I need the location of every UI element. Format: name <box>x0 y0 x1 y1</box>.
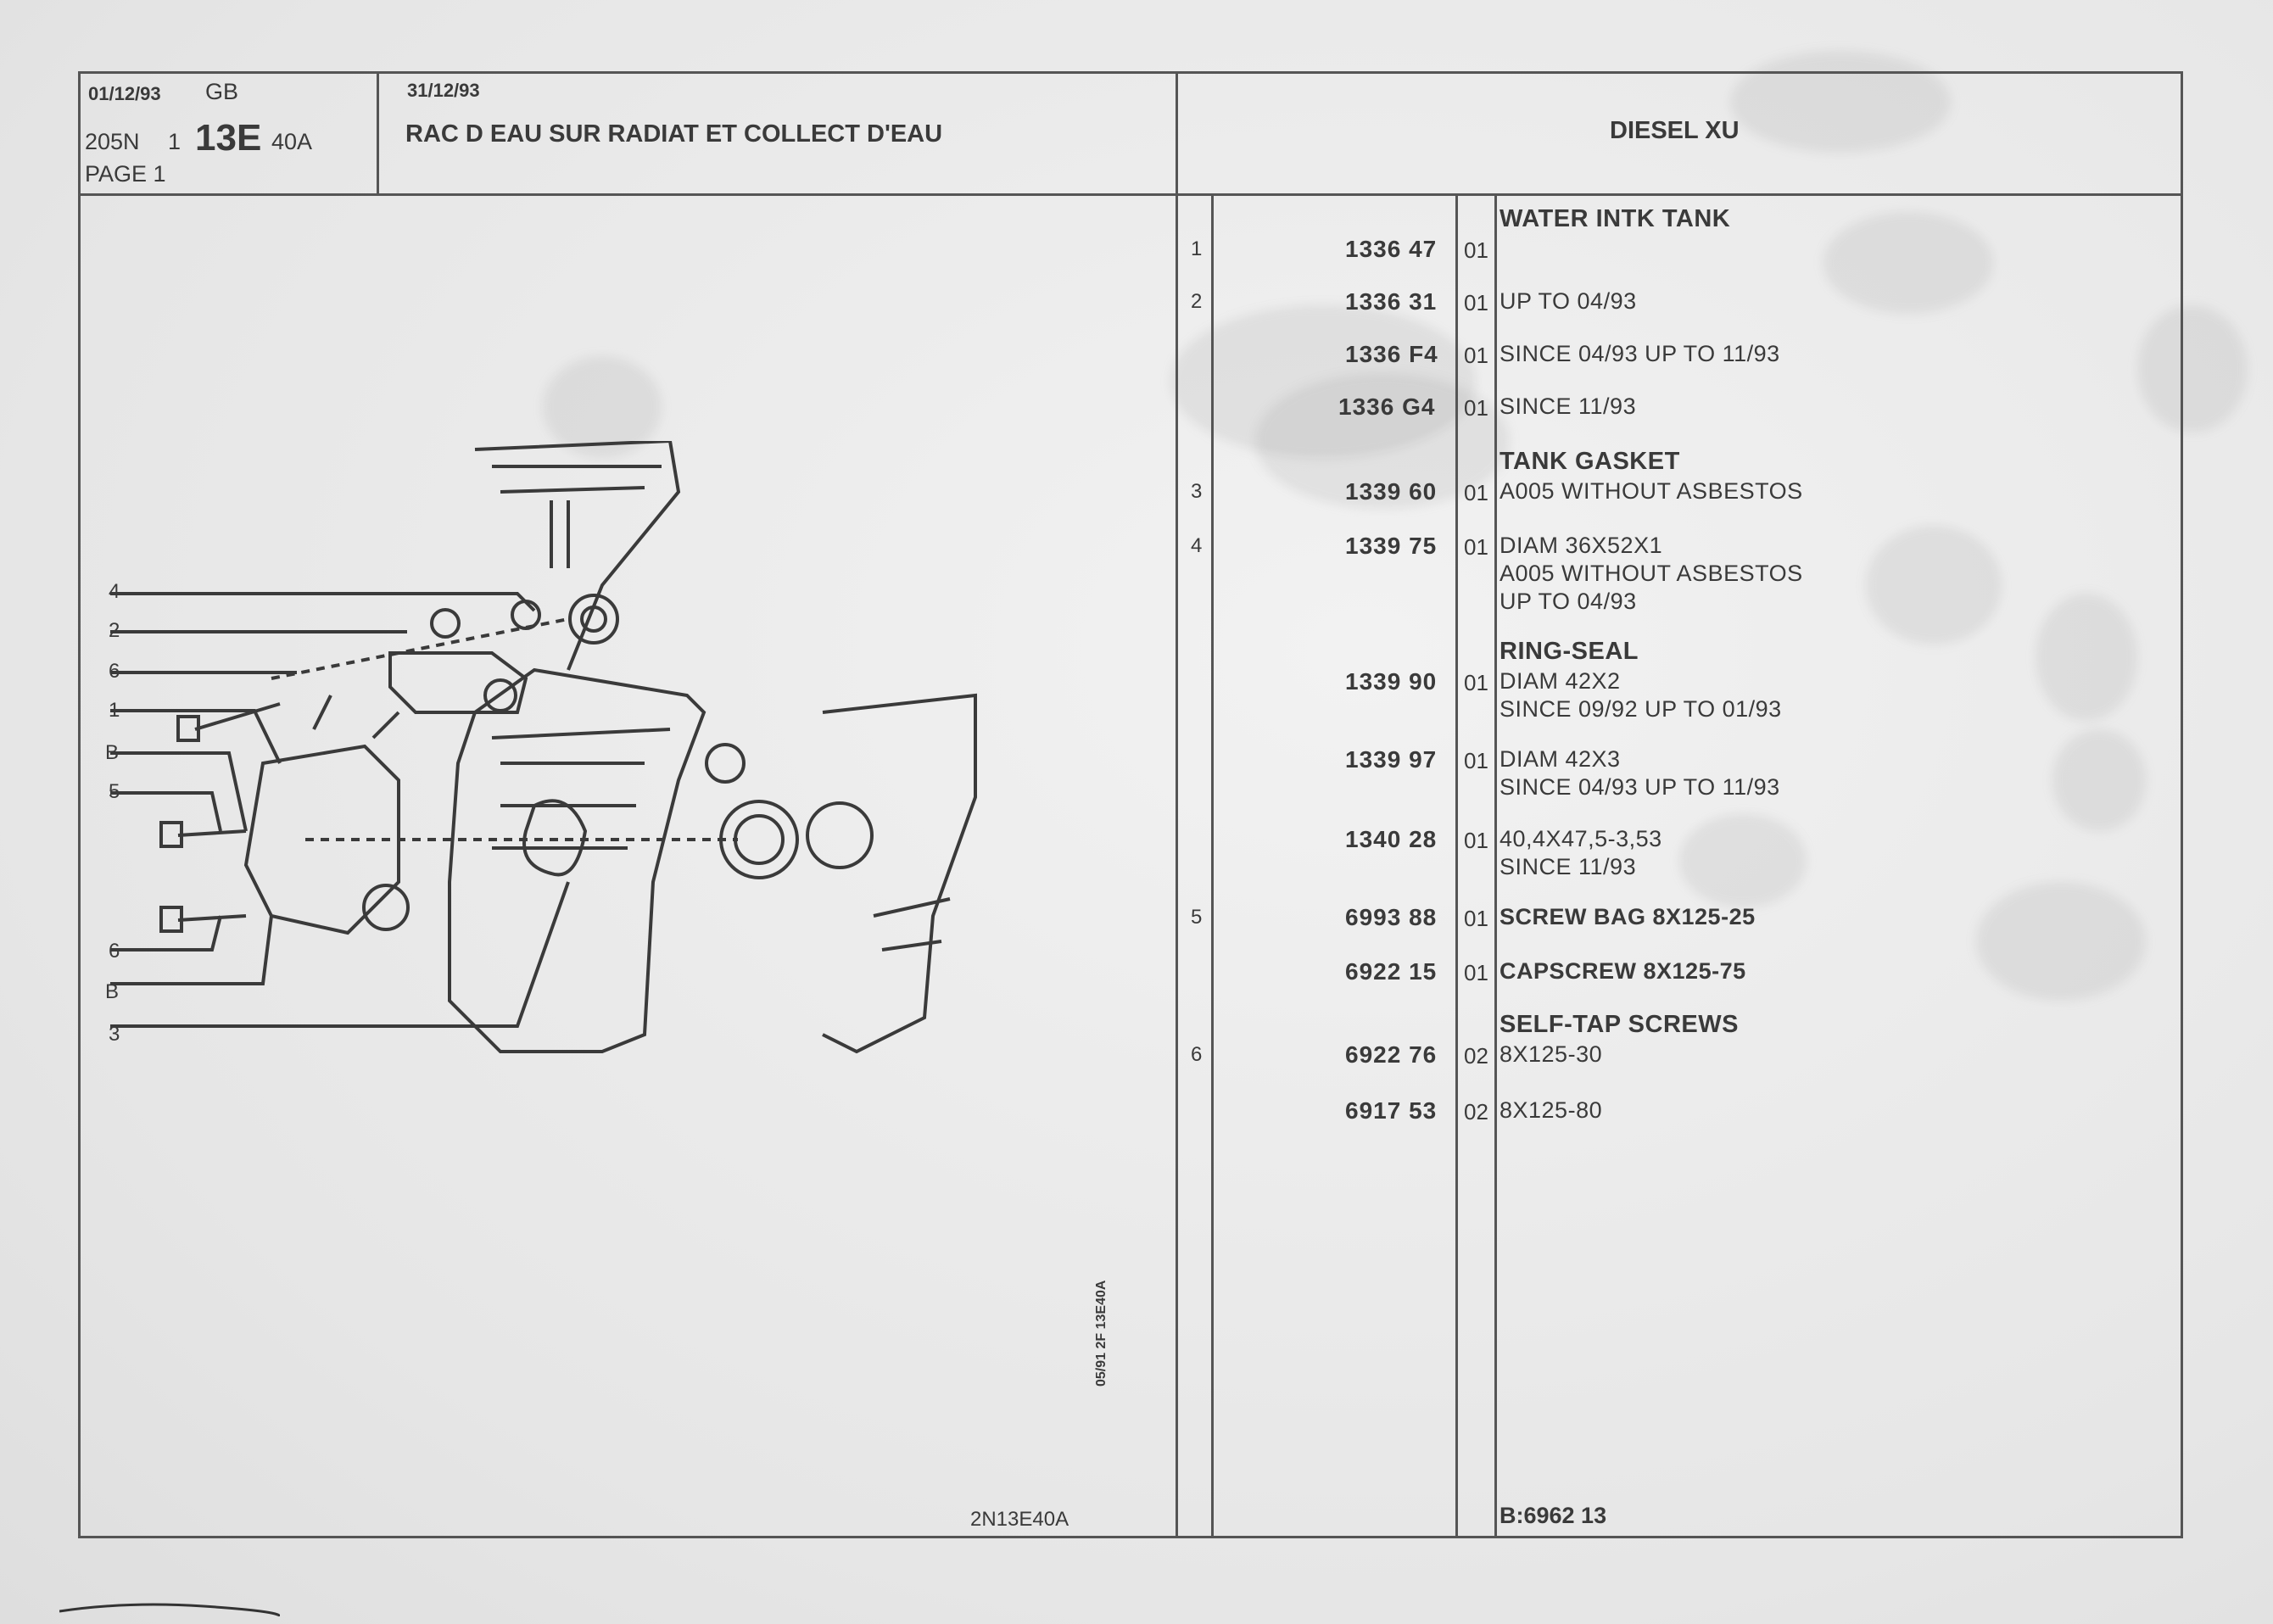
part-description: DIAM 36X52X1 <box>1500 533 1663 558</box>
pen-mark <box>59 1603 280 1617</box>
engine-label: DIESEL XU <box>1610 117 1740 144</box>
stain <box>1976 882 2146 1001</box>
stain <box>2137 305 2248 433</box>
part-reference: 1339 60 <box>1345 478 1438 505</box>
stain <box>1866 526 2002 645</box>
part-description: DIAM 42X2 <box>1500 668 1621 694</box>
stain <box>2036 594 2137 721</box>
part-description: SINCE 11/93 <box>1500 854 1637 879</box>
part-quantity: 01 <box>1464 343 1488 368</box>
part-quantity: 01 <box>1464 670 1488 695</box>
part-description: A005 WITHOUT ASBESTOS <box>1500 478 1803 504</box>
part-reference: 1339 90 <box>1345 668 1438 695</box>
callout-label: 2 <box>109 619 120 642</box>
part-description: DIAM 42X3 <box>1500 746 1621 772</box>
part-quantity: 01 <box>1464 534 1488 560</box>
header-section: 13E <box>195 117 262 159</box>
part-quantity: 01 <box>1464 828 1488 853</box>
part-description: UP TO 04/93 <box>1500 589 1637 614</box>
part-description: UP TO 04/93 <box>1500 288 1637 314</box>
header-divider <box>78 193 2183 196</box>
header-split-1 <box>377 71 379 194</box>
part-heading: WATER INTK TANK <box>1500 205 1731 232</box>
column-item <box>1211 193 1214 1538</box>
part-description: 8X125-80 <box>1500 1097 1603 1123</box>
part-item-number: 5 <box>1191 906 1203 929</box>
part-description: 8X125-30 <box>1500 1041 1603 1067</box>
callout-label: 4 <box>109 580 120 603</box>
part-quantity: 02 <box>1464 1043 1488 1069</box>
callout-label: 5 <box>109 780 120 803</box>
part-description: SINCE 04/93 UP TO 11/93 <box>1500 341 1780 366</box>
page-title: RAC D EAU SUR RADIAT ET COLLECT D'EAU <box>405 120 943 148</box>
callout-label: 1 <box>109 699 120 722</box>
part-item-number: 2 <box>1191 290 1203 313</box>
callout-label: 3 <box>109 1023 120 1046</box>
callout-label: 6 <box>109 940 120 963</box>
stain <box>1255 373 1510 509</box>
diagram-reference: 2N13E40A <box>970 1508 1069 1531</box>
stain <box>1170 305 1476 458</box>
header-sub: 40A <box>271 129 313 154</box>
part-reference: 6917 53 <box>1345 1097 1438 1124</box>
part-reference: 1336 F4 <box>1345 341 1438 367</box>
part-heading: SELF-TAP SCREWS <box>1500 1011 1739 1038</box>
part-quantity: 02 <box>1464 1099 1488 1125</box>
header-date-mid: 31/12/93 <box>407 80 480 101</box>
column-ref <box>1455 193 1458 1538</box>
part-reference: 6922 76 <box>1345 1041 1438 1068</box>
part-item-number: 1 <box>1191 237 1203 260</box>
callout-label: 6 <box>109 660 120 683</box>
callout-label: B <box>105 741 120 764</box>
part-quantity: 01 <box>1464 748 1488 773</box>
part-item-number: 3 <box>1191 480 1203 503</box>
part-description: CAPSCREW 8X125-75 <box>1500 958 1746 984</box>
part-quantity: 01 <box>1464 906 1488 931</box>
part-reference: 6922 15 <box>1345 958 1438 985</box>
part-reference: 1339 75 <box>1345 533 1438 559</box>
header-date-left: 01/12/93 <box>88 83 161 104</box>
part-reference: 6993 88 <box>1345 904 1438 930</box>
part-description: 40,4X47,5-3,53 <box>1500 826 1662 851</box>
page-frame <box>78 71 2183 1538</box>
part-heading: TANK GASKET <box>1500 448 1680 475</box>
part-item-number: 6 <box>1191 1043 1203 1066</box>
part-description: SINCE 11/93 <box>1500 393 1637 419</box>
part-quantity: 01 <box>1464 395 1488 421</box>
part-description: SCREW BAG 8X125-25 <box>1500 904 1756 929</box>
stain <box>1730 51 1951 153</box>
header-page: PAGE 1 <box>85 161 166 187</box>
part-reference: 1340 28 <box>1345 826 1438 852</box>
part-quantity: 01 <box>1464 960 1488 985</box>
stain <box>2052 729 2146 831</box>
column-qty <box>1494 193 1497 1538</box>
part-reference: 1336 31 <box>1345 288 1438 315</box>
exploded-view-drawing <box>110 441 977 1054</box>
part-reference: 1336 G4 <box>1338 393 1436 420</box>
stain <box>1679 814 1807 907</box>
part-description: A005 WITHOUT ASBESTOS <box>1500 561 1803 586</box>
part-quantity: 01 <box>1464 237 1488 263</box>
part-quantity: 01 <box>1464 290 1488 315</box>
part-item-number: 4 <box>1191 534 1203 557</box>
part-quantity: 01 <box>1464 480 1488 505</box>
part-description: SINCE 09/92 UP TO 01/93 <box>1500 696 1782 722</box>
part-description: SINCE 04/93 UP TO 11/93 <box>1500 774 1780 800</box>
part-heading: RING-SEAL <box>1500 638 1639 665</box>
callout-label: B <box>105 980 120 1003</box>
part-reference: 1339 97 <box>1345 746 1438 773</box>
header-group: 1 <box>168 129 182 154</box>
footer-code: B:6962 13 <box>1500 1503 1607 1528</box>
stain <box>1823 212 1993 314</box>
part-reference: 1336 47 <box>1345 236 1438 262</box>
panel-split <box>1176 71 1178 1538</box>
header-model: 205N <box>85 129 140 154</box>
diagram-side-code: 05/91 2F 13E40A <box>1094 1280 1109 1387</box>
header-lang: GB <box>205 79 239 104</box>
